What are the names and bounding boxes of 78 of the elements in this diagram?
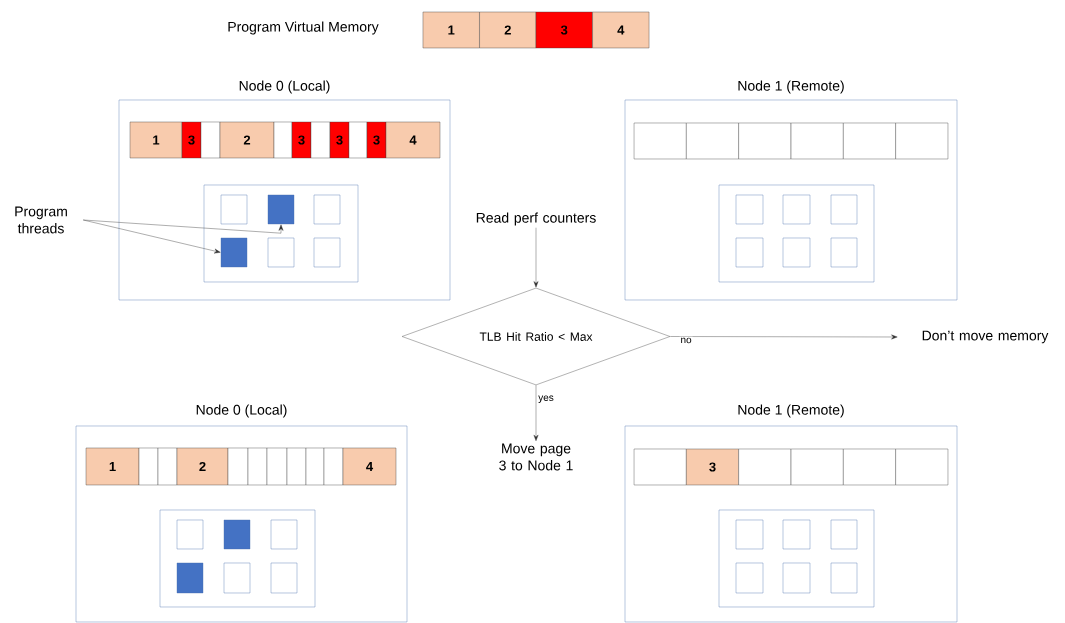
memory-page-cell: 3 xyxy=(181,121,202,159)
memory-page-cell xyxy=(633,448,687,486)
memory-page-cell: 1 xyxy=(129,121,183,159)
memory-page-cell xyxy=(790,448,844,486)
memory-page-cell xyxy=(138,447,159,486)
thread-square xyxy=(830,237,858,268)
thread-square xyxy=(735,562,764,594)
memory-page-cell: 4 xyxy=(592,11,650,49)
panel-heading: Node 0 (Local) xyxy=(239,80,330,94)
thread-square xyxy=(830,194,858,225)
arrow xyxy=(83,219,221,254)
memory-page-cell xyxy=(348,121,368,159)
memory-page-cell: 3 xyxy=(535,11,593,49)
thread-square xyxy=(223,562,251,594)
memory-page-cell: 3 xyxy=(291,121,312,159)
thread-square xyxy=(176,562,204,594)
thread-square xyxy=(782,237,811,268)
thread-square xyxy=(735,519,764,550)
memory-page-cell xyxy=(305,447,325,486)
memory-page-cell xyxy=(323,447,344,486)
edge-label: no xyxy=(681,337,692,344)
panel-heading: Node 0 (Local) xyxy=(196,404,287,418)
panel-heading: Node 1 (Remote) xyxy=(738,404,844,418)
thread-square xyxy=(267,194,295,225)
thread-square xyxy=(220,194,248,225)
thread-square xyxy=(270,519,298,550)
step-text: Program threads xyxy=(15,206,67,234)
memory-page-cell: 1 xyxy=(85,447,140,486)
arrow xyxy=(533,385,539,442)
memory-page-cell: 2 xyxy=(479,11,537,49)
memory-page-cell: 4 xyxy=(342,447,397,486)
thread-square xyxy=(782,194,811,225)
memory-page-cell xyxy=(310,121,331,159)
memory-page-cell xyxy=(790,122,844,160)
memory-page-cell: 3 xyxy=(366,121,387,159)
thread-square xyxy=(830,562,858,594)
memory-page-cell xyxy=(738,448,792,486)
memory-page-cell: 2 xyxy=(176,447,229,486)
thread-square xyxy=(782,519,811,550)
memory-page-cell xyxy=(843,122,896,160)
memory-page-cell xyxy=(266,447,288,486)
panel-heading: Node 1 (Remote) xyxy=(738,80,844,94)
title: Program Virtual Memory xyxy=(228,21,379,35)
thread-square xyxy=(220,237,248,268)
step-text: Read perf counters xyxy=(476,212,596,226)
memory-page-cell: 4 xyxy=(385,121,441,159)
thread-square xyxy=(735,194,764,225)
memory-page-cell xyxy=(157,447,178,486)
memory-page-cell xyxy=(895,122,949,160)
step-text: Move page 3 to Node 1 xyxy=(499,443,573,471)
memory-page-cell xyxy=(273,121,293,159)
memory-page-cell xyxy=(247,447,268,486)
memory-page-cell xyxy=(633,122,687,160)
thread-square xyxy=(176,519,204,550)
memory-page-cell xyxy=(286,447,307,486)
thread-square xyxy=(313,237,341,268)
thread-square xyxy=(313,194,341,225)
memory-page-cell xyxy=(895,448,949,486)
memory-page-cell xyxy=(843,448,896,486)
memory-page-cell: 1 xyxy=(422,11,480,49)
thread-square xyxy=(782,562,811,594)
memory-page-cell: 3 xyxy=(329,121,350,159)
arrow xyxy=(670,334,898,340)
thread-square xyxy=(735,237,764,268)
memory-page-cell xyxy=(200,121,221,159)
edge-label: yes xyxy=(538,395,554,403)
memory-page-cell xyxy=(686,122,739,160)
thread-square xyxy=(270,562,298,594)
memory-page-cell: 3 xyxy=(686,448,739,486)
memory-page-cell: 2 xyxy=(219,121,275,159)
memory-page-cell xyxy=(227,447,249,486)
thread-square xyxy=(223,519,251,550)
memory-page-cell xyxy=(738,122,792,160)
thread-square xyxy=(830,519,858,550)
arrow xyxy=(83,219,284,234)
thread-square xyxy=(267,237,295,268)
step-text: Don’t move memory xyxy=(922,330,1049,344)
arrow xyxy=(533,227,539,288)
